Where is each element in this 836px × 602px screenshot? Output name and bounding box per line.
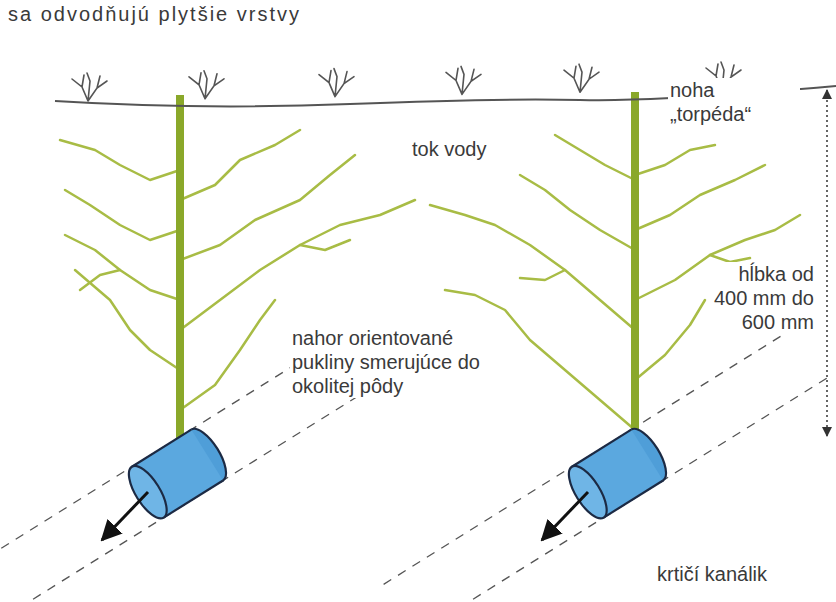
mole-channel <box>572 430 631 467</box>
soil-cracks <box>520 270 565 280</box>
flow-arrow <box>102 492 148 540</box>
soil-cracks <box>75 270 180 370</box>
leg-label: noha „torpéda“ <box>668 78 800 126</box>
soil-cracks <box>180 300 275 410</box>
soil-cracks <box>520 175 635 250</box>
flow-label: tok vody <box>410 137 554 161</box>
soil-cracks <box>60 130 800 430</box>
soil-cracks <box>80 270 120 290</box>
mole-channel <box>122 423 234 524</box>
channel-guide-lines <box>0 376 391 602</box>
torpedo-leg <box>176 95 184 447</box>
soil-cracks <box>635 145 715 175</box>
plant-tuft <box>72 73 107 101</box>
plant-tuft <box>446 66 481 94</box>
soil-cracks <box>710 255 750 262</box>
soil-cracks <box>635 165 765 230</box>
soil-cracks <box>180 130 300 200</box>
mole-channel <box>132 430 191 467</box>
flow-arrow <box>542 492 588 540</box>
flow-arrow <box>102 492 588 540</box>
torpedo-leg <box>631 92 639 444</box>
soil-cracks <box>430 205 635 330</box>
mole-channel <box>604 480 663 517</box>
channel-guide-lines <box>0 325 831 602</box>
mole-channel <box>122 423 674 524</box>
depth-label: hĺbka od 400 mm do 600 mm <box>708 262 816 334</box>
caption-fragment: sa odvodňujú plytšie vrstvy <box>8 2 408 26</box>
soil-cracks <box>60 140 180 180</box>
soil-cracks <box>180 200 415 330</box>
plant-tuft <box>564 64 599 92</box>
channel-label: krtičí kanálik <box>655 562 829 586</box>
mole-channel <box>562 423 674 524</box>
soil-cracks <box>555 135 635 180</box>
mole-channel <box>164 480 223 517</box>
crack-label: nahor orientované pukliny smerujúce do o… <box>290 326 494 398</box>
plant-tuft <box>189 71 224 99</box>
depth-dimension <box>826 90 828 436</box>
surface-plants <box>72 62 741 101</box>
soil-cracks <box>180 155 355 260</box>
plant-tuft <box>319 69 354 97</box>
torpedo-leg <box>176 92 639 447</box>
soil-cracks <box>300 240 350 250</box>
soil-cracks <box>65 235 180 300</box>
depth-dimension <box>826 90 828 436</box>
soil-cracks <box>635 300 705 380</box>
channel-guide-lines <box>415 376 831 602</box>
soil-cracks <box>65 190 180 240</box>
